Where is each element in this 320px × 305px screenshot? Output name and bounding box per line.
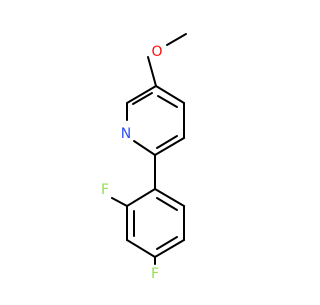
bond-a6-a1-double xyxy=(156,197,178,211)
bond-oxygen-c5 xyxy=(147,56,157,87)
bond-c5-c6 xyxy=(126,85,157,104)
oxygen-atom-label: O xyxy=(151,44,162,60)
bond-c2-c3 xyxy=(154,137,185,156)
bond-n1-c2 xyxy=(133,140,156,156)
bond-a2-fluorine xyxy=(111,197,128,207)
bond-a4-a5-double xyxy=(156,236,178,250)
bonds xyxy=(111,33,187,265)
structure-canvas: O N F F xyxy=(101,33,187,282)
bond-c2-c3-double xyxy=(156,135,178,149)
fluorine-para-atom-label: F xyxy=(151,266,159,282)
bond-a3-a4 xyxy=(126,239,156,258)
bond-a4-a5 xyxy=(154,239,185,258)
bond-c4-c5-double xyxy=(157,95,178,108)
bond-a1-a2 xyxy=(126,188,156,207)
nitrogen-atom-label: N xyxy=(121,126,131,142)
bond-c5-c6-double xyxy=(132,92,153,105)
fluorine-ortho-atom-label: F xyxy=(101,182,109,198)
bond-c4-c5 xyxy=(155,85,185,104)
molecule-structure: O N F F xyxy=(101,33,187,282)
bond-a6-a1 xyxy=(154,188,185,207)
bond-methyl-oxygen xyxy=(166,33,187,46)
